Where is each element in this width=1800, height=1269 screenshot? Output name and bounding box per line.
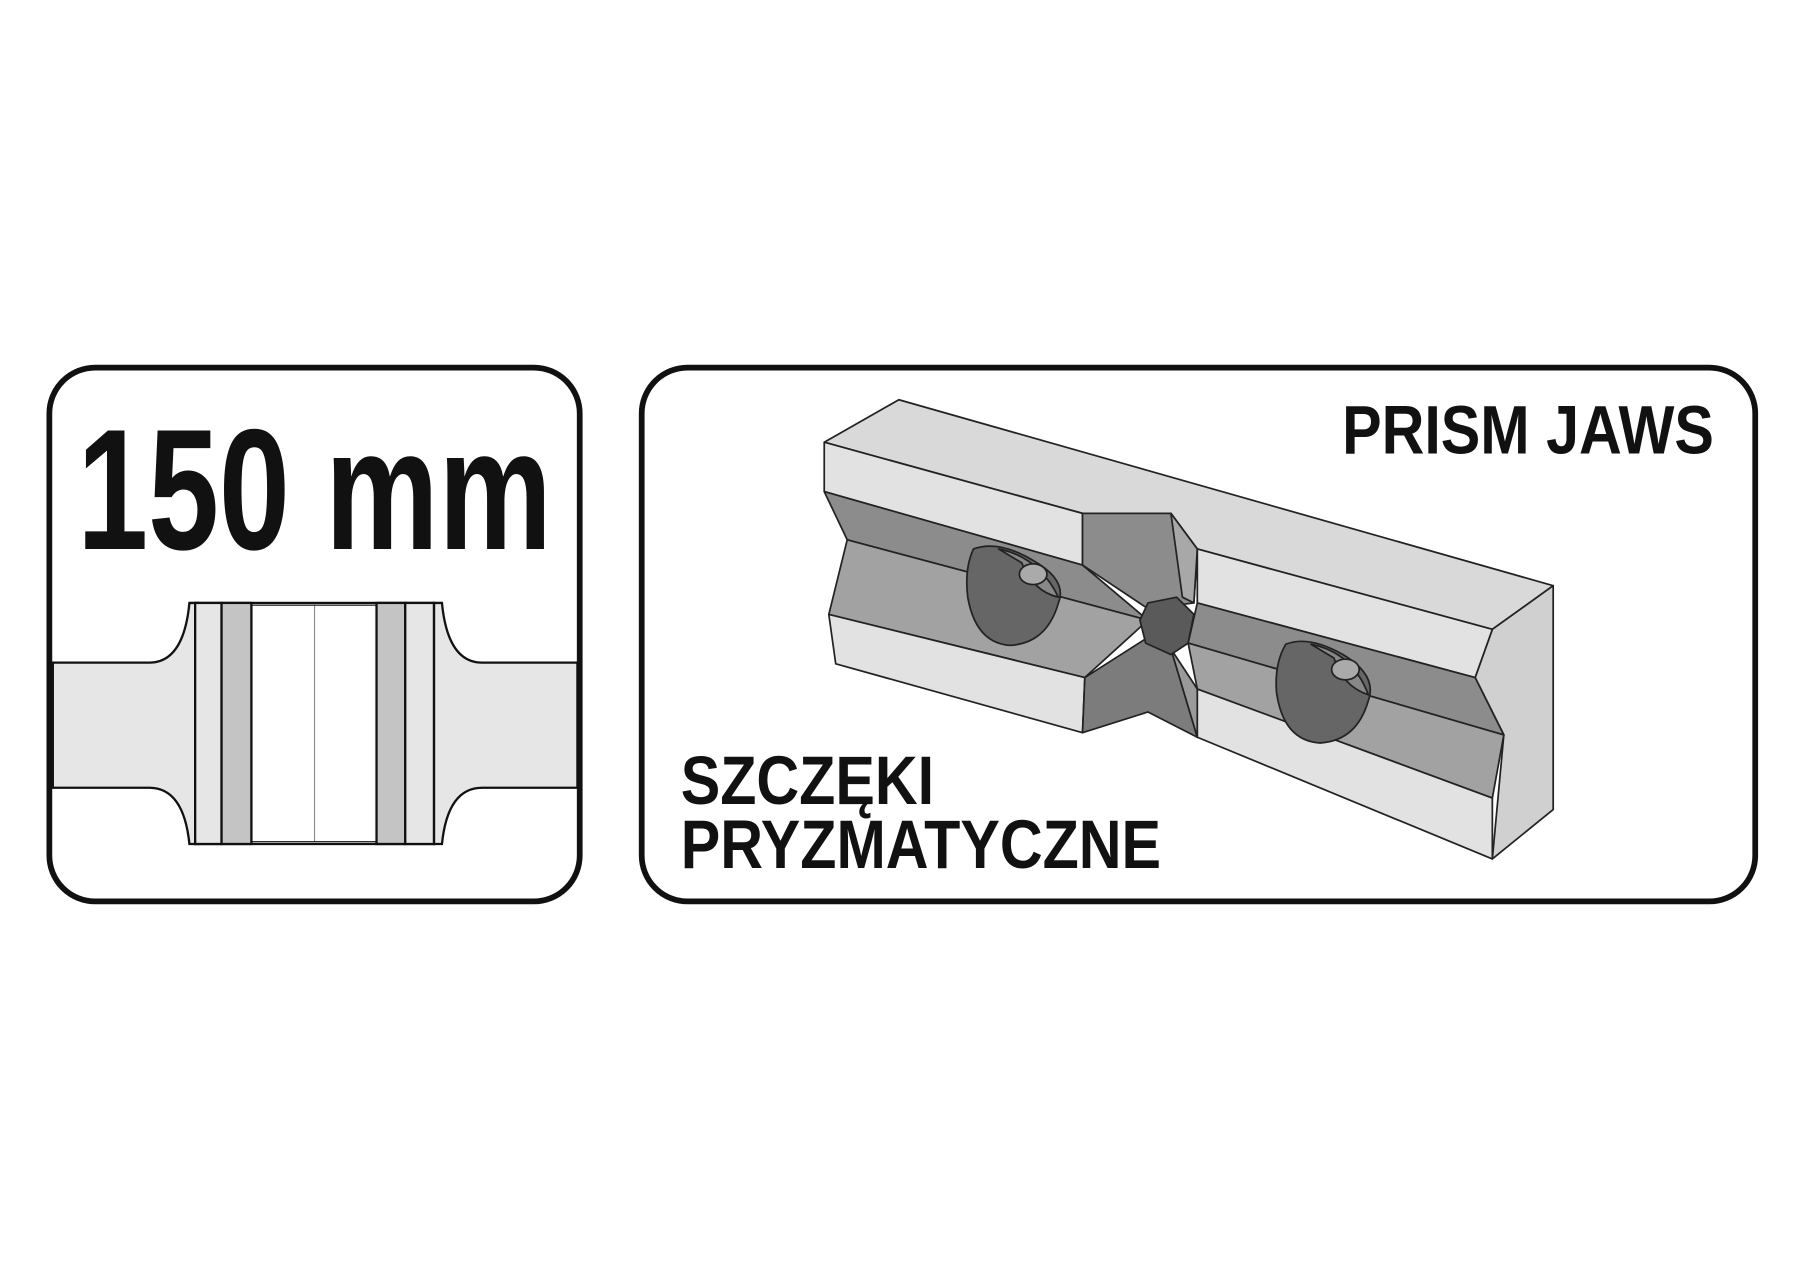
- jaws-panel: PRISM JAWS SZCZĘKI PRYZMATYCZNE: [638, 364, 1759, 905]
- jaw-width-diagram: [51, 601, 579, 846]
- polish-title-line2: PRYZMATYCZNE: [681, 806, 1161, 883]
- mounting-hole-icon: [965, 545, 1062, 647]
- prism-jaw-illustration: [823, 398, 1555, 860]
- mounting-hole-icon: [1275, 640, 1372, 744]
- prism-jaws-title: PRISM JAWS: [1342, 392, 1714, 469]
- size-panel: 150 mm: [46, 364, 583, 905]
- size-label: 150 mm: [77, 394, 552, 586]
- polish-title-line1: SZCZĘKI: [681, 742, 934, 819]
